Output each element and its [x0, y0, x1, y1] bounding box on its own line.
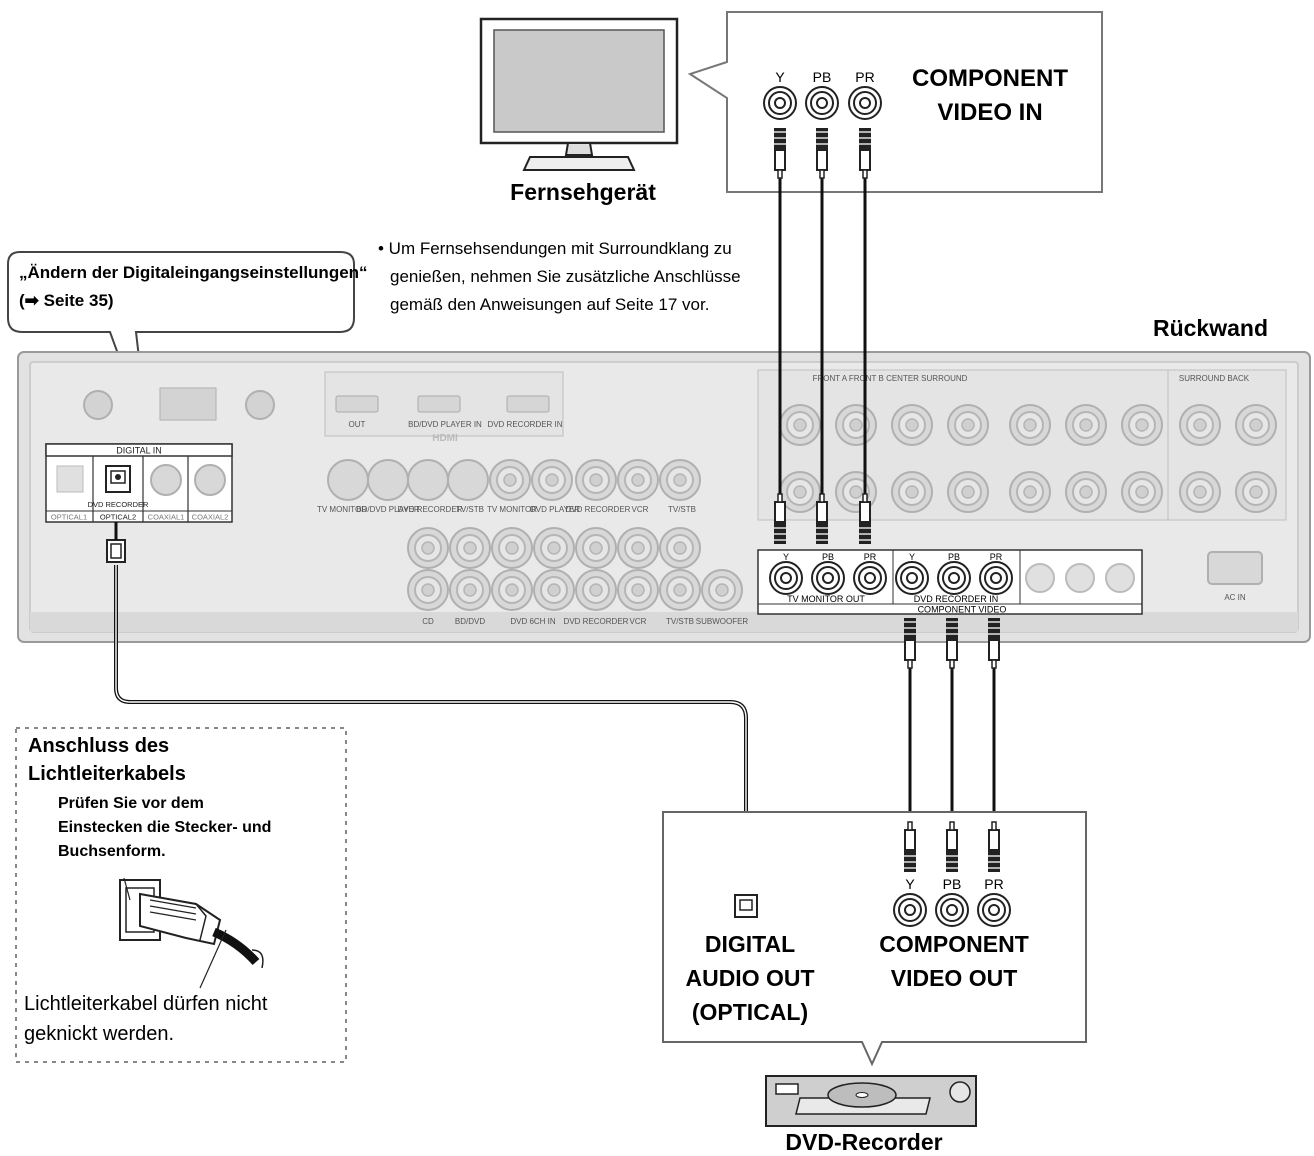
dvd-jack-y: Y [905, 876, 915, 892]
dvd-component-out: Y PB PR COMPONENT VIDEO OUT [879, 876, 1029, 991]
optical-info-sub-2: Einstecken die Stecker- und [58, 819, 271, 836]
audio-label-2: BD/DVD [455, 617, 485, 626]
surround-back-label: SURROUND BACK [1179, 374, 1250, 383]
optical-info-sub-1: Prüfen Sie vor dem [58, 795, 204, 812]
panel-comp-pb2: PB [948, 552, 960, 562]
callout-line-1: „Ändern der Digitaleingangseinstellungen… [19, 263, 368, 282]
note-line-1: • Um Fernsehsendungen mit Surroundklang … [378, 239, 732, 258]
panel-comp-pr1: PR [864, 552, 877, 562]
optical2-label: OPTICAL2 [100, 513, 136, 522]
optical-info-box [15, 727, 347, 1063]
dvd-recorder-tag: DVD RECORDER [88, 500, 149, 509]
video-label-8: VCR [632, 505, 649, 514]
panel-comp-pb1: PB [822, 552, 834, 562]
component-video-label: COMPONENT VIDEO [918, 605, 1007, 615]
note-line-3: gemäß den Anweisungen auf Seite 17 vor. [390, 295, 709, 314]
callout-line-2: (➡ Seite 35) [19, 291, 114, 310]
optical-info-warn-2: geknickt werden. [24, 1023, 174, 1045]
dvd-digital-line-3: (OPTICAL) [692, 999, 808, 1025]
dvd-jack-pb: PB [943, 876, 962, 892]
video-label-9: TV/STB [668, 505, 696, 514]
audio-label-5: VCR [630, 617, 647, 626]
optical1-label: OPTICAL1 [51, 513, 87, 522]
front-label: FRONT A FRONT B CENTER SURROUND [813, 374, 968, 383]
note-line-2: genießen, nehmen Sie zusätzliche Anschlü… [390, 267, 741, 286]
optical-info-warn-1: Lichtleiterkabel dürfen nicht [24, 993, 268, 1015]
dvd-optical-out: DIGITAL AUDIO OUT (OPTICAL) [685, 894, 815, 1025]
dvd-recorder-icon [765, 1075, 977, 1127]
jack-label-y: Y [775, 69, 785, 85]
video-label-4: TV/STB [456, 505, 484, 514]
hdmi-logo: HDMI [432, 433, 458, 444]
dvd-recorder-in-label: DVD RECORDER IN [914, 594, 999, 604]
dvd-component-line-2: VIDEO OUT [891, 965, 1018, 991]
coaxial1-label: COAXIAL1 [148, 513, 185, 522]
tv-icon [479, 17, 679, 171]
component-in-title-2: VIDEO IN [937, 99, 1042, 126]
optical-info-title-1: Anschluss des [28, 735, 169, 757]
optical-info-title-2: Lichtleiterkabels [28, 763, 186, 785]
optical-info-sub-3: Buchsenform. [58, 843, 166, 860]
hdmi-bd-label: BD/DVD PLAYER IN [408, 420, 482, 429]
dvd-component-line-1: COMPONENT [879, 931, 1029, 957]
video-label-2: BD/DVD PLAYER [356, 505, 420, 514]
dvd-digital-line-1: DIGITAL [705, 931, 795, 957]
panel-comp-y1: Y [783, 552, 789, 562]
hdmi-out-label: OUT [349, 420, 366, 429]
video-label-6: DVD PLAYER [530, 505, 580, 514]
ac-in-label: AC IN [1224, 593, 1246, 602]
video-label-1: TV MONITOR [317, 505, 367, 514]
receiver-rear-panel: OUT BD/DVD PLAYER IN DVD RECORDER IN HDM… [17, 351, 1311, 643]
tv-caption: Fernsehgerät [510, 179, 656, 205]
component-in-jacks: Y PB PR [763, 69, 882, 120]
jack-label-pb: PB [813, 69, 832, 85]
audio-label-6: TV/STB [666, 617, 694, 626]
surround-note: • Um Fernsehsendungen mit Surroundklang … [378, 239, 741, 314]
tv-component-cables [773, 127, 872, 545]
tv-monitor-out-label: TV MONITOR OUT [787, 594, 865, 604]
audio-label-7: SUBWOOFER [696, 617, 749, 626]
hdmi-dvd-label: DVD RECORDER IN [487, 420, 562, 429]
component-in-title-1: COMPONENT [912, 65, 1068, 92]
dvd-output-callout [662, 811, 1087, 1067]
video-label-7: DVD RECORDER [566, 505, 631, 514]
dvd-caption: DVD-Recorder [785, 1129, 942, 1155]
component-in-callout [687, 11, 1103, 193]
dvd-jack-pr: PR [984, 876, 1003, 892]
coaxial2-label: COAXIAL2 [192, 513, 229, 522]
optical-plug-illustration [119, 877, 264, 989]
panel-comp-pr2: PR [990, 552, 1003, 562]
panel-comp-y2: Y [909, 552, 915, 562]
digital-in-label: DIGITAL IN [116, 446, 162, 456]
dvd-digital-line-2: AUDIO OUT [685, 965, 814, 991]
audio-label-3: DVD 6CH IN [510, 617, 556, 626]
audio-label-4: DVD RECORDER [564, 617, 629, 626]
video-label-3: DVD RECORDER [398, 505, 463, 514]
jack-label-pr: PR [855, 69, 874, 85]
video-label-5: TV MONITOR [487, 505, 537, 514]
audio-label-1: CD [422, 617, 434, 626]
rear-panel-label: Rückwand [1153, 315, 1268, 341]
